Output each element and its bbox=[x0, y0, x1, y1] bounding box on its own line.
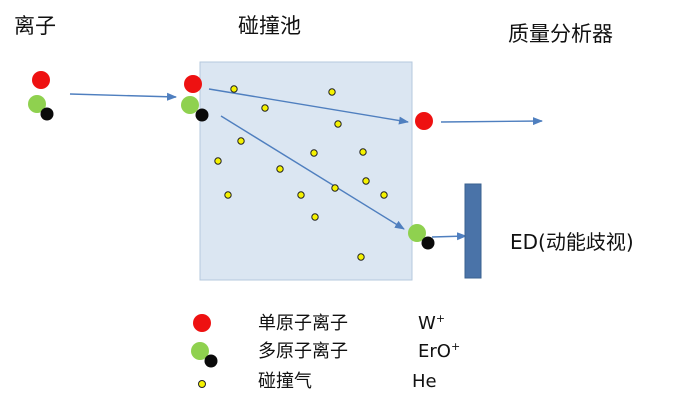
gas-particle bbox=[359, 148, 367, 156]
gas-particle bbox=[297, 191, 305, 199]
gas-particle bbox=[311, 213, 319, 221]
mass-analyzer-label: 质量分析器 bbox=[508, 22, 613, 46]
gas-particle bbox=[261, 104, 269, 112]
ions-label: 离子 bbox=[14, 14, 56, 38]
collision-cell-box bbox=[199, 61, 413, 281]
poly-ion-exit bbox=[408, 224, 435, 250]
mono-ion-source bbox=[32, 71, 50, 89]
poly-ion-entering bbox=[181, 96, 209, 122]
gas-particle bbox=[230, 85, 238, 93]
gas-particle bbox=[224, 191, 232, 199]
gas-particle bbox=[214, 157, 222, 165]
legend-poly-ion-formula: ErO+ bbox=[418, 340, 461, 362]
collision-cell-label: 碰撞池 bbox=[238, 14, 301, 38]
legend-mono-ion-name: 单原子离子 bbox=[258, 313, 348, 334]
gas-particle bbox=[357, 253, 365, 261]
collision-gas-particles bbox=[214, 85, 388, 261]
gas-particle bbox=[276, 165, 284, 173]
gas-particle bbox=[380, 191, 388, 199]
mono-ion-path-arrow bbox=[208, 88, 409, 125]
legend-mono-ion-formula: W+ bbox=[418, 312, 446, 334]
ed-detector-plate bbox=[464, 183, 482, 279]
legend-gas-formula: He bbox=[412, 371, 437, 392]
legend-gas-icon bbox=[198, 380, 206, 388]
mono-ion-formula-text: W bbox=[418, 313, 436, 334]
gas-particle bbox=[328, 88, 336, 96]
mono-ion-exit bbox=[415, 112, 433, 130]
poly-ion-charge: + bbox=[450, 340, 461, 353]
ed-label: ED(动能歧视) bbox=[510, 230, 634, 254]
legend-poly-ion-name: 多原子离子 bbox=[258, 341, 348, 362]
incoming-ion-arrow bbox=[69, 92, 177, 101]
legend-poly-ion-icon bbox=[191, 342, 218, 368]
legend-mono-ion-icon bbox=[193, 314, 211, 332]
poly-ion-formula-text: ErO bbox=[418, 341, 451, 362]
gas-particle bbox=[334, 120, 342, 128]
to-mass-analyzer-arrow bbox=[440, 117, 543, 126]
legend-gas-name: 碰撞气 bbox=[258, 371, 312, 392]
to-detector-arrow bbox=[431, 232, 467, 241]
gas-particle bbox=[362, 177, 370, 185]
mono-ion-charge: + bbox=[435, 312, 446, 325]
mono-ion-entering bbox=[184, 75, 202, 93]
poly-ion-path-arrow bbox=[220, 115, 405, 230]
gas-particle bbox=[331, 184, 339, 192]
poly-ion-source bbox=[28, 95, 54, 121]
gas-particle bbox=[237, 137, 245, 145]
gas-particle bbox=[310, 149, 318, 157]
